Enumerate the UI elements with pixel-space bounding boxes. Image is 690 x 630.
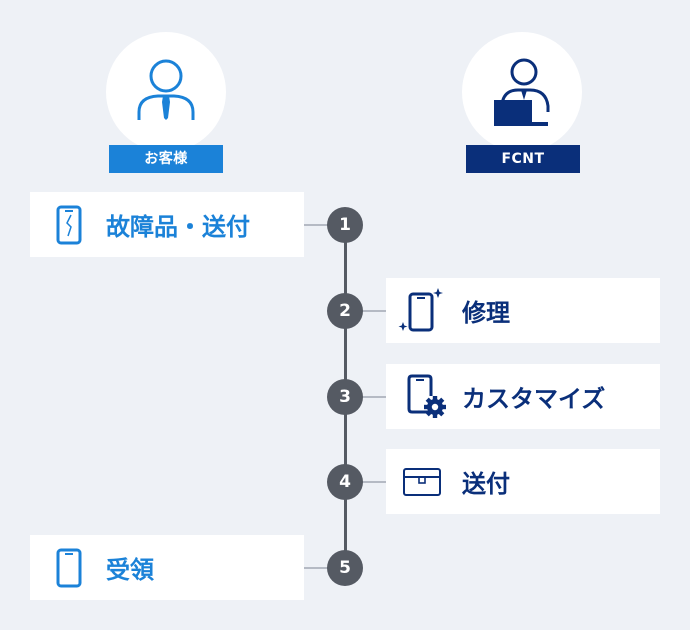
phone-gear-icon xyxy=(406,374,450,424)
step-4-box: 送付 xyxy=(386,449,660,514)
connector-4 xyxy=(346,481,386,483)
step-1-number: 1 xyxy=(327,207,363,243)
step-2-box: 修理 xyxy=(386,278,660,343)
step-1-label: 故障品・送付 xyxy=(106,213,250,241)
step-3-box: カスタマイズ xyxy=(386,364,660,429)
phone-icon xyxy=(56,548,82,592)
customer-person-icon xyxy=(137,59,195,120)
box-icon xyxy=(402,467,442,501)
customer-avatar xyxy=(106,32,226,152)
staff-laptop-icon xyxy=(494,58,550,126)
customer-tag: お客様 xyxy=(109,145,223,173)
company-avatar xyxy=(462,32,582,152)
company-tag: FCNT xyxy=(466,145,580,173)
broken-phone-icon xyxy=(56,205,82,249)
step-5-number: 5 xyxy=(327,550,363,586)
connector-3 xyxy=(346,396,386,398)
connector-2 xyxy=(346,310,386,312)
step-4-number: 4 xyxy=(327,464,363,500)
step-2-label: 修理 xyxy=(462,299,510,327)
connector-5 xyxy=(304,567,346,569)
repaired-phone-sparkle-icon xyxy=(398,286,444,340)
step-3-label: カスタマイズ xyxy=(462,385,606,413)
step-5-box: 受領 xyxy=(30,535,304,600)
step-5-label: 受領 xyxy=(106,556,154,584)
step-3-number: 3 xyxy=(327,379,363,415)
step-4-label: 送付 xyxy=(462,470,510,498)
step-2-number: 2 xyxy=(327,293,363,329)
connector-1 xyxy=(304,224,346,226)
step-1-box: 故障品・送付 xyxy=(30,192,304,257)
